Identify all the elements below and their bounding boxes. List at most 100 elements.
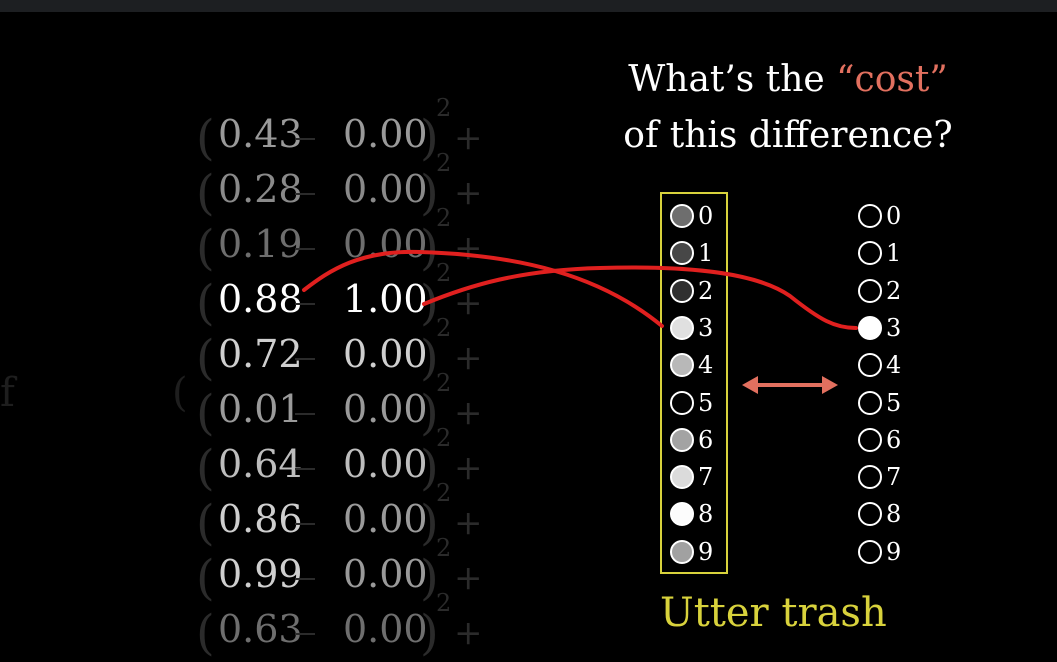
neuron-digit-label: 0 <box>886 202 902 230</box>
neuron-digit-label: 1 <box>886 239 902 268</box>
open-paren: ( <box>196 440 215 496</box>
plus-sign: + <box>454 448 483 488</box>
neuron-digit-label: 4 <box>886 351 902 380</box>
open-paren: ( <box>196 165 215 221</box>
open-paren: ( <box>196 275 215 331</box>
square-exponent: 2 <box>436 314 452 342</box>
square-exponent: 2 <box>436 259 452 287</box>
neuron-circle <box>858 241 882 266</box>
target-value: 0.00 <box>343 112 428 156</box>
neuron-digit-label: 6 <box>698 425 714 454</box>
neuron-digit-label: 9 <box>698 537 714 566</box>
neuron-digit-label: 7 <box>698 463 714 492</box>
neuron-circle <box>670 539 694 564</box>
close-paren: ) <box>420 440 439 496</box>
neuron-circle <box>858 427 882 452</box>
plus-sign: + <box>454 173 483 213</box>
annotation-curve-target <box>422 265 858 330</box>
neuron: 7 <box>670 463 740 493</box>
neuron-digit-label: 3 <box>886 313 902 342</box>
square-exponent: 2 <box>436 369 452 397</box>
cost-term-row: ( 0.28 0.00 ) 2 + <box>196 149 496 222</box>
cost-term-row: ( 0.43 0.00 ) 2 + <box>196 94 496 167</box>
square-exponent: 2 <box>436 94 452 122</box>
output-value: 0.64 <box>218 442 303 486</box>
neuron: 5 <box>670 389 740 419</box>
neuron-digit-label: 0 <box>698 202 714 230</box>
cost-term-row: ( 0.01 0.00 ) 2 + <box>196 369 496 442</box>
neuron-digit-label: 4 <box>698 351 714 380</box>
square-exponent: 2 <box>436 589 452 617</box>
neuron: 9 <box>858 538 928 568</box>
title-cost-word: “cost” <box>836 59 948 100</box>
minus-sign <box>295 578 315 580</box>
faded-symbol: f <box>0 370 15 416</box>
close-paren: ) <box>420 385 439 441</box>
neuron: 0 <box>670 202 740 232</box>
neuron-digit-label: 8 <box>698 500 714 529</box>
neuron-circle <box>670 502 694 527</box>
output-value: 0.72 <box>218 332 303 376</box>
output-value: 0.28 <box>218 167 303 211</box>
output-layer-box <box>660 192 728 574</box>
neuron-digit-label: 2 <box>886 276 902 305</box>
open-paren: ( <box>196 220 215 276</box>
neuron-circle <box>670 427 694 452</box>
minus-sign <box>295 248 315 250</box>
cost-term-row: ( 0.86 0.00 ) 2 + <box>196 479 496 552</box>
neuron-digit-label: 8 <box>886 500 902 529</box>
minus-sign <box>295 413 315 415</box>
cost-term-row: ( 0.99 0.00 ) 2 + <box>196 534 496 607</box>
neuron: 7 <box>858 463 928 493</box>
close-paren: ) <box>420 220 439 276</box>
target-value: 0.00 <box>343 497 428 541</box>
neuron-digit-label: 1 <box>698 239 714 268</box>
verdict-caption: Utter trash <box>660 590 887 636</box>
plus-sign: + <box>454 393 483 433</box>
window-top-bar <box>0 0 1057 12</box>
neuron: 6 <box>858 426 928 456</box>
open-paren: ( <box>196 495 215 551</box>
open-paren: ( <box>196 385 215 441</box>
neuron-circle <box>670 204 694 228</box>
plus-sign: + <box>454 118 483 158</box>
annotation-curve-output <box>302 249 664 328</box>
plus-sign: + <box>454 228 483 268</box>
cost-term-row: ( 0.72 0.00 ) 2 + <box>196 314 496 387</box>
target-value: 1.00 <box>343 277 428 321</box>
title-prefix: What’s the <box>628 59 837 100</box>
neuron-circle <box>670 390 694 415</box>
neuron: 4 <box>858 351 928 381</box>
neuron-circle <box>858 465 882 490</box>
output-value: 0.86 <box>218 497 303 541</box>
output-value: 0.88 <box>218 277 303 321</box>
close-paren: ) <box>420 110 439 166</box>
square-exponent: 2 <box>436 479 452 507</box>
output-value: 0.01 <box>218 387 303 431</box>
close-paren: ) <box>420 495 439 551</box>
plus-sign: + <box>454 503 483 543</box>
neuron: 5 <box>858 389 928 419</box>
target-value: 0.00 <box>343 552 428 596</box>
minus-sign <box>295 138 315 140</box>
neuron-circle <box>670 465 694 490</box>
annotation-layer <box>302 249 858 394</box>
neuron-digit-label: 5 <box>886 388 902 417</box>
plus-sign: + <box>454 338 483 378</box>
neuron: 2 <box>858 277 928 307</box>
target-value: 0.00 <box>343 332 428 376</box>
neuron-digit-label: 6 <box>886 425 902 454</box>
open-paren: ( <box>196 110 215 166</box>
neuron-circle <box>670 315 694 340</box>
neuron-digit-label: 9 <box>886 537 902 566</box>
neuron: 1 <box>670 239 740 269</box>
target-value: 0.00 <box>343 442 428 486</box>
neuron: 3 <box>670 314 740 344</box>
neuron-circle <box>858 278 882 303</box>
square-exponent: 2 <box>436 149 452 177</box>
minus-sign <box>295 193 315 195</box>
minus-sign <box>295 468 315 470</box>
close-paren: ) <box>420 165 439 221</box>
open-paren: ( <box>196 330 215 386</box>
minus-sign <box>295 633 315 635</box>
